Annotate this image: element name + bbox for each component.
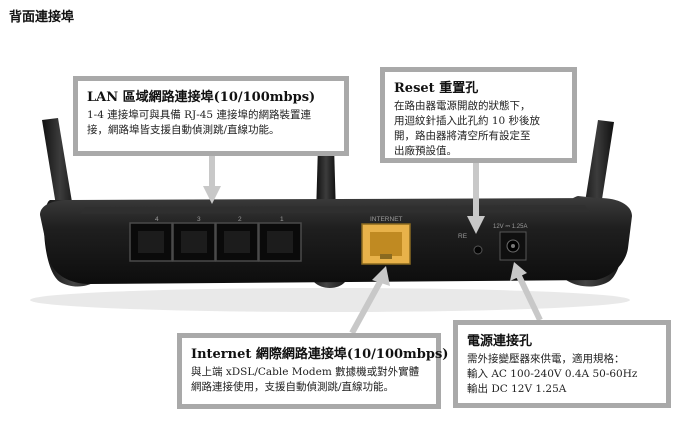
router-body (40, 198, 632, 284)
internet-callout-title: Internet 網際網路連接埠(10/100mbps) (191, 347, 449, 362)
reset-callout: Reset 重置孔 在路由器電源開啟的狀態下， 用迴紋針插入此孔約 10 秒後放… (380, 67, 577, 163)
lan-port-number: 2 (238, 216, 242, 223)
reset-arrow-head (467, 216, 485, 234)
lan-port-number: 4 (155, 216, 159, 223)
reset-hole (473, 245, 483, 255)
power-arrow-head (510, 262, 527, 281)
internet-callout-body: 與上端 xDSL/Cable Modem 數據機或對外實體 網路連接使用，支援自… (191, 366, 420, 393)
internet-arrow-head (372, 266, 390, 286)
lan-arrow-head (203, 186, 221, 204)
power-spec-label: 12V ⎓ 1.25A (493, 224, 527, 230)
lan-callout-body: 1-4 連接埠可與具備 RJ-45 連接埠的網路裝置連 接，網路埠皆支援自動偵測… (87, 109, 311, 136)
lan-callout: LAN 區域網路連接埠(10/100mbps) 1-4 連接埠可與具備 RJ-4… (73, 76, 349, 156)
internet-callout: Internet 網際網路連接埠(10/100mbps) 與上端 xDSL/Ca… (177, 333, 449, 409)
page-title: 背面連接埠 (9, 10, 75, 25)
callout-connectors (203, 156, 543, 335)
power-arrow-line (516, 274, 543, 322)
reset-callout-body: 在路由器電源開啟的狀態下， 用迴紋針插入此孔約 10 秒後放 開，路由器將清空所… (394, 100, 541, 157)
internet-arrow-line (349, 280, 383, 335)
lan-port-number: 3 (197, 216, 201, 223)
lan-port-number: 1 (280, 216, 284, 223)
lan-callout-title: LAN 區域網路連接埠(10/100mbps) (87, 90, 316, 105)
power-callout-title: 電源連接孔 (467, 334, 533, 349)
power-callout-body: 需外接變壓器來供電，適用規格： 輸入 AC 100-240V 0.4A 50-6… (467, 353, 638, 395)
power-callout: 電源連接孔 需外接變壓器來供電，適用規格： 輸入 AC 100-240V 0.4… (453, 320, 671, 408)
router-shadow (30, 288, 630, 312)
reset-label: RE (458, 233, 468, 240)
lan-ports (129, 222, 302, 262)
reset-callout-title: Reset 重置孔 (394, 81, 479, 96)
internet-port-label: INTERNET (370, 216, 403, 223)
